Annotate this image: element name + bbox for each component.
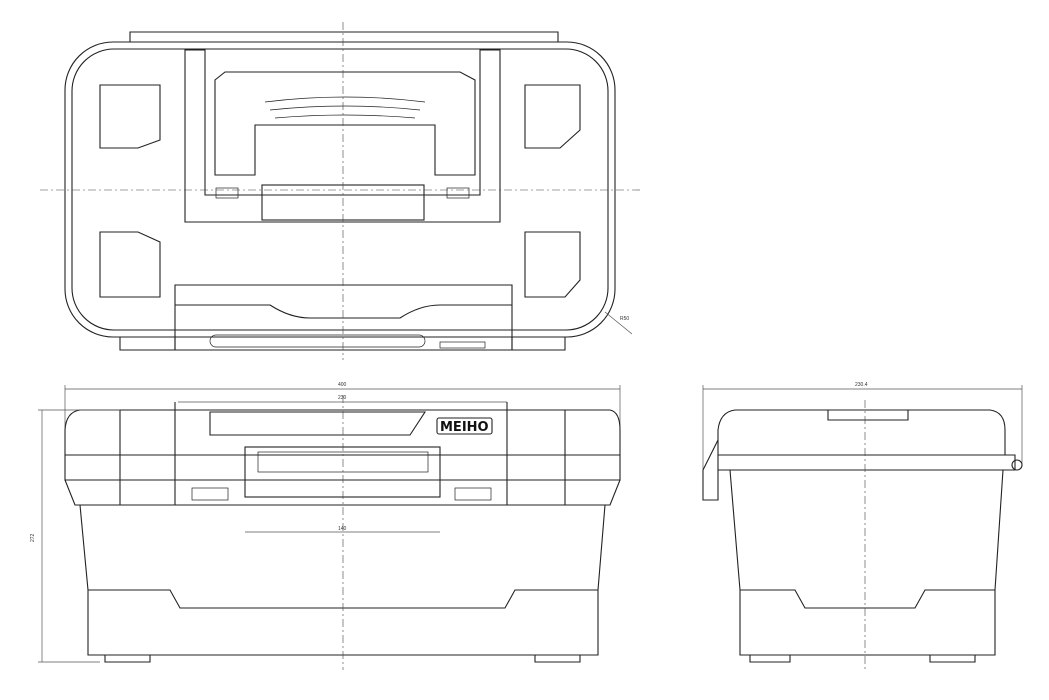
depth-label: 230.4 [855, 382, 868, 388]
overall-width-label: 400 [338, 382, 347, 388]
height-label: 272 [30, 533, 36, 542]
handle-width-label: 140 [338, 526, 347, 532]
side-view: 230.4 [702, 382, 1023, 670]
top-view: R50 [40, 22, 640, 360]
brand-logo: MEIHO [440, 420, 489, 435]
front-view: 400 230 MEIHO 140 272 [30, 382, 621, 670]
radius-label: R50 [620, 316, 629, 322]
lid-width-label: 230 [338, 395, 347, 401]
